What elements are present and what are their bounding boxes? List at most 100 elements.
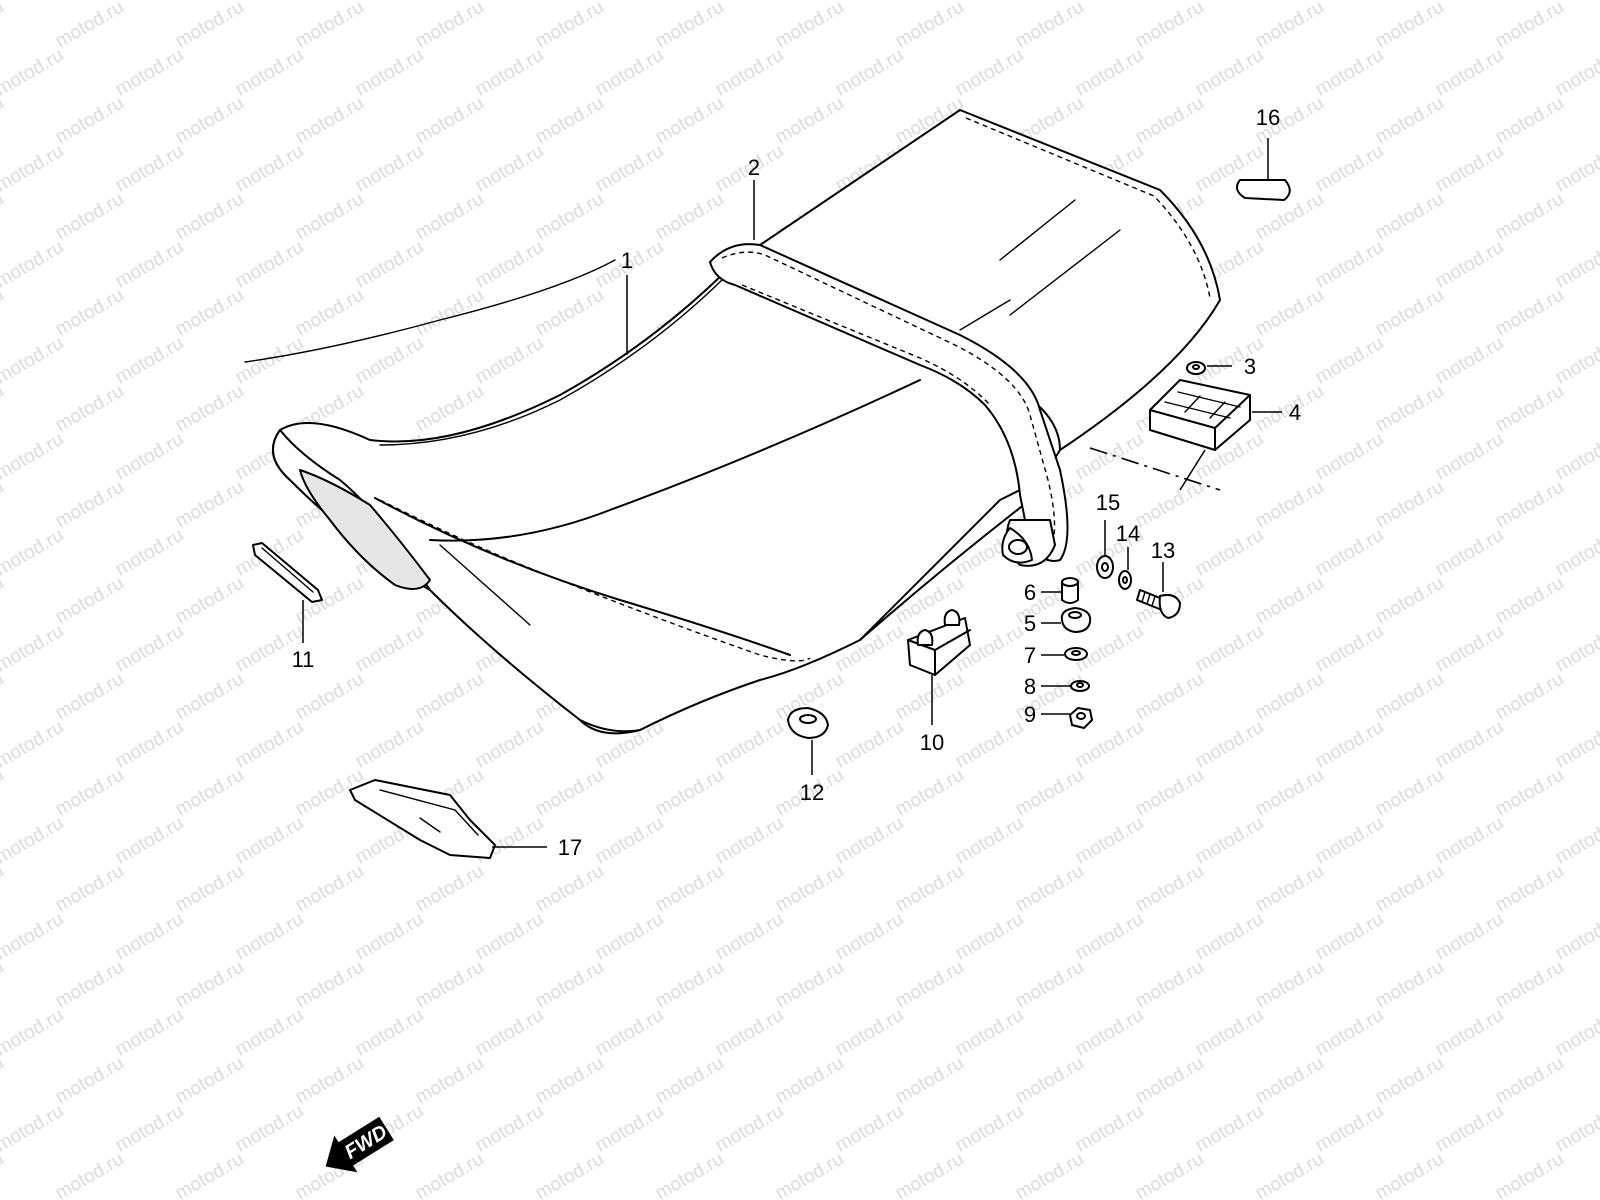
watermark-text: motod.ru [1492, 285, 1567, 341]
watermark-text: motod.ru [592, 909, 667, 965]
watermark-text: motod.ru [412, 189, 487, 245]
watermark-text: motod.ru [0, 93, 7, 149]
watermark-text: motod.ru [1312, 1005, 1387, 1061]
watermark-text: motod.ru [532, 765, 607, 821]
watermark-text: motod.ru [232, 0, 307, 4]
watermark-text: motod.ru [1012, 957, 1087, 1013]
watermark-text: motod.ru [1492, 765, 1567, 821]
watermark-text: motod.ru [232, 141, 307, 197]
watermark-text: motod.ru [1072, 0, 1147, 4]
watermark-text: motod.ru [232, 237, 307, 293]
watermark-text: motod.ru [172, 669, 247, 725]
watermark-text: motod.ru [652, 1053, 727, 1109]
watermark-text: motod.ru [472, 909, 547, 965]
watermark-text: motod.ru [0, 717, 67, 773]
watermark-text: motod.ru [1372, 477, 1447, 533]
watermark-text: motod.ru [1252, 285, 1327, 341]
watermark-text: motod.ru [652, 1149, 727, 1200]
watermark-text: motod.ru [1552, 813, 1600, 869]
part-5-grommet [1060, 607, 1092, 633]
watermark-text: motod.ru [412, 861, 487, 917]
watermark-text: motod.ru [1312, 333, 1387, 389]
watermark-text: motod.ru [292, 189, 367, 245]
watermark-text: motod.ru [592, 813, 667, 869]
watermark-text: motod.ru [0, 621, 67, 677]
watermark-text: motod.ru [1552, 717, 1600, 773]
watermark-text: motod.ru [0, 381, 7, 437]
watermark-text: motod.ru [1192, 0, 1267, 4]
watermark-text: motod.ru [1312, 0, 1387, 4]
callout-11: 11 [292, 647, 315, 672]
watermark-text: motod.ru [1132, 1053, 1207, 1109]
watermark-text: motod.ru [1432, 333, 1507, 389]
watermark-text: motod.ru [52, 381, 127, 437]
watermark-text: motod.ru [472, 333, 547, 389]
watermark-text: motod.ru [112, 525, 187, 581]
watermark-text: motod.ru [1012, 1053, 1087, 1109]
watermark-text: motod.ru [52, 477, 127, 533]
watermark-text: motod.ru [772, 93, 847, 149]
watermark-text: motod.ru [1132, 957, 1207, 1013]
watermark-text: motod.ru [112, 1005, 187, 1061]
watermark-text: motod.ru [112, 717, 187, 773]
watermark-text: motod.ru [652, 861, 727, 917]
watermark-text: motod.ru [472, 1101, 547, 1157]
watermark-text: motod.ru [172, 189, 247, 245]
watermark-text: motod.ru [952, 813, 1027, 869]
watermark-text: motod.ru [1072, 813, 1147, 869]
watermark-text: motod.ru [1132, 0, 1207, 52]
watermark-text: motod.ru [1552, 1101, 1600, 1157]
watermark-text: motod.ru [292, 0, 367, 52]
watermark-text: motod.ru [1312, 813, 1387, 869]
watermark-text: motod.ru [1372, 1149, 1447, 1200]
watermark-text: motod.ru [592, 0, 667, 4]
watermark-text: motod.ru [832, 813, 907, 869]
watermark-text: motod.ru [352, 1005, 427, 1061]
watermark-text: motod.ru [292, 957, 367, 1013]
watermark-text: motod.ru [832, 1197, 907, 1200]
watermark-text: motod.ru [172, 1053, 247, 1109]
watermark-text: motod.ru [1432, 525, 1507, 581]
watermark-text: motod.ru [532, 0, 607, 52]
watermark-text: motod.ru [652, 189, 727, 245]
part-7-washer [1064, 647, 1088, 661]
callout-2: 2 [748, 155, 760, 180]
watermark-text: motod.ru [172, 381, 247, 437]
watermark-text: motod.ru [52, 957, 127, 1013]
watermark-text: motod.ru [1072, 45, 1147, 101]
watermark-text: motod.ru [1552, 621, 1600, 677]
watermark-text: motod.ru [1432, 237, 1507, 293]
watermark-text: motod.ru [652, 765, 727, 821]
watermark-text: motod.ru [0, 333, 67, 389]
watermark-text: motod.ru [652, 93, 727, 149]
watermark-text: motod.ru [1372, 669, 1447, 725]
callout-15: 15 [1096, 490, 1120, 515]
watermark-text: motod.ru [292, 93, 367, 149]
watermark-text: motod.ru [1312, 45, 1387, 101]
watermark-text: motod.ru [712, 45, 787, 101]
watermark-text: motod.ru [1552, 1197, 1600, 1200]
watermark-text: motod.ru [712, 909, 787, 965]
watermark-text: motod.ru [172, 0, 247, 52]
watermark-text: motod.ru [832, 909, 907, 965]
watermark-text: motod.ru [352, 621, 427, 677]
watermark-text: motod.ru [892, 0, 967, 52]
watermark-text: motod.ru [952, 0, 1027, 4]
part-12-grommet [787, 707, 829, 739]
watermark-text: motod.ru [232, 1197, 307, 1200]
watermark-text: motod.ru [0, 189, 7, 245]
watermark-text: motod.ru [472, 237, 547, 293]
watermark-text: motod.ru [412, 1149, 487, 1200]
watermark-text: motod.ru [0, 1101, 67, 1157]
watermark-text: motod.ru [0, 957, 7, 1013]
watermark-text: motod.ru [352, 717, 427, 773]
watermark-text: motod.ru [232, 717, 307, 773]
watermark-text: motod.ru [1372, 93, 1447, 149]
watermark-text: motod.ru [172, 285, 247, 341]
watermark-text: motod.ru [172, 1149, 247, 1200]
watermark-text: motod.ru [1192, 909, 1267, 965]
watermark-text: motod.ru [1552, 141, 1600, 197]
watermark-text: motod.ru [1012, 861, 1087, 917]
watermark-text: motod.ru [832, 717, 907, 773]
